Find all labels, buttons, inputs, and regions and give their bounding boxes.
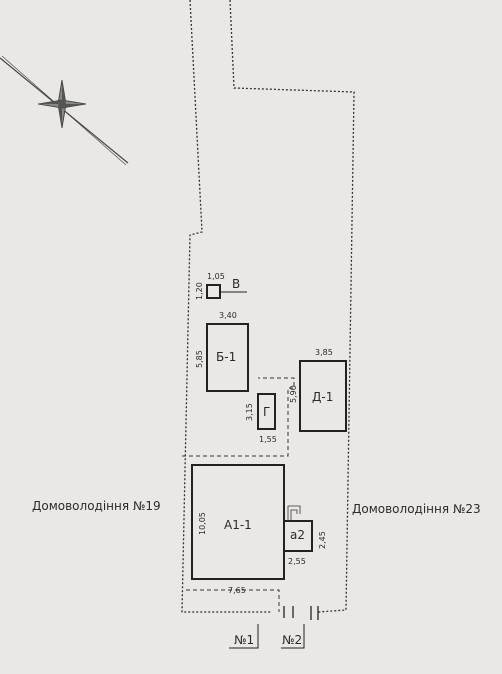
building-g-width: 1,55 xyxy=(259,435,277,444)
building-a1: А1-1 7,65 10,05 xyxy=(191,464,285,595)
building-v-label: В xyxy=(232,277,240,291)
building-b1-depth: 5,85 xyxy=(195,350,204,368)
building-b1-label: Б-1 xyxy=(216,350,236,364)
building-g-label: Г xyxy=(263,405,270,419)
neighbor-right-label: Домоволодіння №23 xyxy=(352,502,481,516)
building-b1: Б-1 3,40 5,85 xyxy=(195,311,249,392)
building-a1-label: А1-1 xyxy=(224,518,252,532)
building-a1-width: 7,65 xyxy=(228,586,246,595)
building-a2-depth: 2,45 xyxy=(318,531,327,549)
plot-boundary xyxy=(181,0,355,613)
building-v: В 1,05 1,20 xyxy=(195,272,247,300)
yard-lines xyxy=(182,377,295,612)
building-d1-depth: 5,90 xyxy=(289,385,298,403)
entrance-n1: №1 xyxy=(229,624,259,649)
building-g: Г 1,55 3,15 xyxy=(245,393,277,444)
building-a2-label: а2 xyxy=(290,528,305,542)
building-d1-label: Д-1 xyxy=(312,390,333,404)
entrance-n2-label: №2 xyxy=(282,633,302,647)
building-a2: а2 2,55 2,45 xyxy=(283,505,327,566)
building-b1-width: 3,40 xyxy=(219,311,237,320)
building-d1-width: 3,85 xyxy=(315,348,333,357)
building-a2-width: 2,55 xyxy=(288,557,306,566)
building-v-width: 1,05 xyxy=(207,272,225,281)
building-a1-depth: 10,05 xyxy=(198,512,207,535)
entrance-n1-label: №1 xyxy=(234,633,254,647)
building-d1: Д-1 3,85 5,90 xyxy=(289,348,347,432)
neighbor-left-label: Домоволодіння №19 xyxy=(32,499,161,513)
compass-rose-icon xyxy=(0,55,129,166)
building-v-depth: 1,20 xyxy=(195,282,204,300)
entrance-n2: №2 xyxy=(281,624,305,649)
entrance-gates xyxy=(283,606,319,620)
building-g-depth: 3,15 xyxy=(245,403,254,421)
